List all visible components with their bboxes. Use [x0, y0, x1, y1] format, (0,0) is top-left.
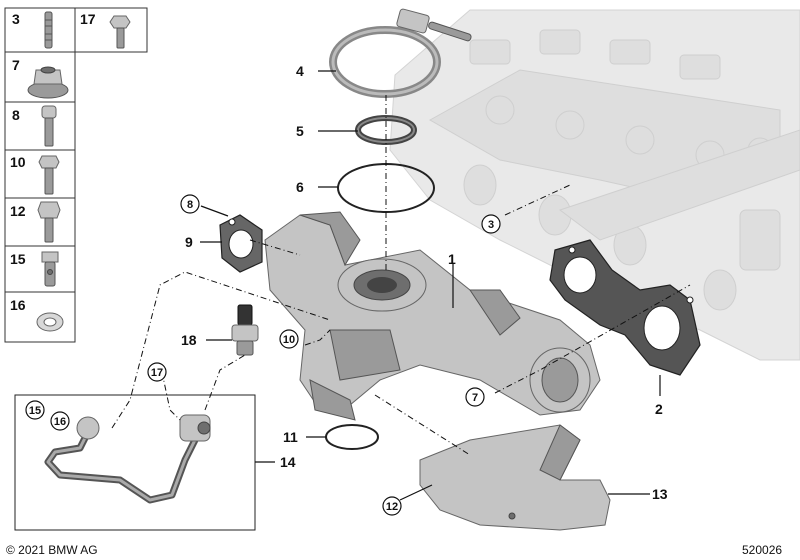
callout-1: 1: [448, 251, 456, 267]
o-ring-small: [325, 424, 379, 450]
callout-10-circled: 10: [283, 334, 295, 346]
parts-legend: 3 17 7 8 10 12 15 16: [4, 7, 148, 343]
callout-12-circled: 12: [386, 501, 398, 513]
callout-5: 5: [296, 123, 304, 139]
socket-bolt-icon: [41, 105, 57, 147]
cylinder-head: [389, 9, 800, 361]
legend-cell-17: [74, 7, 148, 53]
callout-15-circled: 15: [29, 405, 41, 417]
callout-7-circled: 7: [472, 392, 478, 404]
callout-9: 9: [185, 234, 193, 250]
hex-bolt-icon: [38, 155, 60, 195]
bolt-icon: [109, 15, 131, 49]
collar-nut-icon: [27, 66, 69, 99]
gasket-large: [549, 239, 701, 376]
callout-labels: 4 5 6 9 1 18 2 11 14 13: [181, 63, 668, 502]
exhaust-sensor: [231, 304, 259, 356]
diagram-id: 520026: [742, 543, 782, 557]
callout-2: 2: [655, 401, 663, 417]
exhaust-manifold: [264, 211, 601, 421]
sealing-ring-icon: [36, 312, 64, 332]
copyright-text: © 2021 BMW AG: [6, 543, 98, 557]
legend-label-17: 17: [80, 11, 96, 27]
assembly-lines: [111, 95, 691, 456]
callout-8-circled: 8: [187, 199, 193, 211]
legend-label-3: 3: [12, 11, 20, 27]
legend-cell-10: [4, 149, 76, 199]
pressure-line: [44, 414, 211, 504]
legend-label-10: 10: [10, 154, 26, 170]
callout-14: 14: [280, 454, 296, 470]
legend-label-12: 12: [10, 203, 26, 219]
heat-shield: [419, 424, 611, 531]
banjo-bolt-icon: [41, 251, 59, 287]
gasket-small: [219, 214, 263, 273]
callout-4: 4: [296, 63, 304, 79]
hex-bolt-long-icon: [37, 201, 61, 243]
legend-label-7: 7: [12, 57, 20, 73]
circled-callouts: 3 8 10 17 15 16 7 12: [25, 194, 501, 516]
leader-lines: [200, 70, 661, 501]
callout-3-circled: 3: [488, 219, 494, 231]
callout-17-circled: 17: [151, 367, 163, 379]
legend-label-8: 8: [12, 107, 20, 123]
legend-cell-8: [4, 101, 76, 151]
callout-18: 18: [181, 332, 197, 348]
callout-16-circled: 16: [54, 416, 66, 428]
legend-cell-3: [4, 7, 76, 53]
legend-cell-15: [4, 245, 76, 293]
stud-icon: [44, 11, 53, 49]
callout-11: 11: [283, 429, 298, 445]
legend-label-15: 15: [10, 251, 26, 267]
callout-13: 13: [652, 486, 668, 502]
v-band-clamp: [329, 8, 472, 98]
legend-label-16: 16: [10, 297, 26, 313]
callout-6: 6: [296, 179, 304, 195]
